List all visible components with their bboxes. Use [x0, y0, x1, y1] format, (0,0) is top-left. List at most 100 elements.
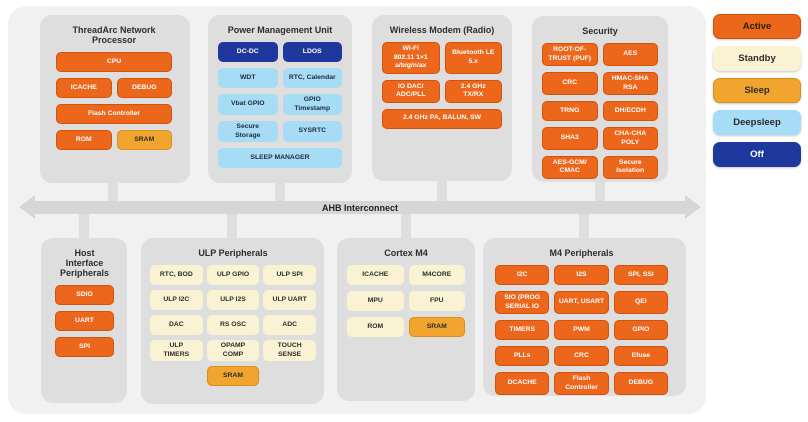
block-dcache: DCACHE [495, 372, 550, 396]
block-crc: CRC [554, 346, 609, 367]
block-touch-sense: TOUCH SENSE [263, 340, 316, 362]
bus-connector-cortexm4 [401, 212, 411, 240]
block-sha3: SHA3 [542, 127, 598, 150]
block-secure-isolation: Secure Isolation [602, 155, 658, 179]
block-opamp-comp: OPAMP COMP [206, 340, 260, 362]
block-root-of--trust-puf: ROOT-OF- TRUST (PUF) [542, 43, 598, 67]
block-sleep-manager: SLEEP MANAGER [218, 148, 342, 169]
block-sram: SRAM [116, 130, 172, 151]
block-aes-gcm-cmac: AES-GCM/ CMAC [542, 155, 598, 179]
block-wi-fi-80211-11-abgnax: Wi-Fi 802.11 1×1 a/b/g/n/ax [382, 42, 440, 74]
block-flash-controller: Flash Controller [56, 104, 172, 125]
block-fpu: FPU [408, 291, 465, 312]
container-title-security: Security [582, 26, 618, 36]
bus-arrowhead-left [19, 195, 35, 219]
bus-connector-security [595, 178, 605, 204]
block-spi-ssi: SPI, SSI [613, 265, 668, 286]
block-trng: TRNG [542, 101, 598, 122]
container-title-wireless: Wireless Modem (Radio) [389, 25, 495, 35]
block-dc-dc: DC-DC [218, 42, 278, 63]
block-ulp-timers: ULP TIMERS [150, 340, 203, 362]
bus-arrowhead-right [685, 195, 701, 219]
block-flash-controller: Flash Controller [554, 372, 609, 396]
container-title-hostif: Host Interface Peripherals [59, 248, 110, 279]
block-uart-usart: UART, USART [554, 291, 609, 315]
block-24-ghz-txrx: 2.4 GHz TX/RX [444, 79, 502, 103]
bus-connector-wireless [437, 178, 447, 204]
ahb-interconnect-bus [34, 201, 686, 214]
block-rtc-bod: RTC, BOD [150, 265, 203, 286]
block-adc: ADC [263, 315, 316, 336]
legend-item-off: Off [713, 142, 801, 167]
block-ulp-uart: ULP UART [263, 290, 316, 311]
block-vbat-gpio: Vbat GPIO [218, 94, 278, 116]
block-icache: ICACHE [347, 265, 404, 286]
block-m4core: M4CORE [408, 265, 465, 286]
container-title-pmu: Power Management Unit [227, 25, 333, 35]
container-wireless: Wireless Modem (Radio) Wi-Fi 802.11 1×1 a… [372, 15, 512, 181]
block-icache: ICACHE [56, 78, 112, 99]
block-rs-osc: RS OSC [206, 315, 260, 336]
bus-connector-m4periph [579, 212, 589, 240]
container-title-m4periph: M4 Peripherals [549, 248, 614, 258]
block-dac: DAC [150, 315, 203, 336]
block-gpio: GPIO [613, 320, 668, 341]
block-uart: UART [55, 311, 114, 332]
bus-label: AHB Interconnect [321, 202, 398, 213]
block-secure-storage: Secure Storage [218, 121, 278, 143]
bus-connector-pmu [275, 178, 285, 204]
legend-item-sleep: Sleep [713, 78, 801, 103]
block-sram: SRAM [206, 366, 260, 387]
block-plls: PLLs [495, 346, 550, 367]
block-rom: ROM [56, 130, 112, 151]
block-24-ghz-pa-balun-sw: 2.4 GHz PA, BALUN, SW [382, 108, 502, 129]
block-qei: QEI [613, 291, 668, 315]
block-cha-cha-poly: CHA-CHA POLY [602, 127, 658, 150]
block-crc: CRC [542, 72, 598, 96]
block-i2s: I2S [554, 265, 609, 286]
block-sysrtc: SYSRTC [282, 121, 342, 143]
block-rom: ROM [347, 317, 404, 338]
legend-item-deepsleep: Deepsleep [713, 110, 801, 135]
block-efuse: Efuse [613, 346, 668, 367]
legend-item-standby: Standby [713, 46, 801, 71]
block-ulp-gpio: ULP GPIO [206, 265, 260, 286]
block-mpu: MPU [347, 291, 404, 312]
bus-connector-ulp [227, 212, 237, 240]
block-io-dac-adcpll: IO DAC/ ADC/PLL [382, 79, 440, 103]
container-title-ulp: ULP Peripherals [198, 248, 268, 258]
block-cpu: CPU [56, 52, 172, 73]
block-sio-prog-serial-io: SIO (PROG SERIAL IO [495, 291, 550, 315]
block-aes: AES [602, 43, 658, 67]
block-timers: TIMERS [495, 320, 550, 341]
block-sdio: SDIO [55, 285, 114, 306]
bus-connector-hostif [79, 212, 89, 240]
block-hmac-sha-rsa: HMAC-SHA RSA [602, 72, 658, 96]
block-sram: SRAM [408, 317, 465, 338]
block-i2c: I2C [495, 265, 550, 286]
block-spi: SPI [55, 337, 114, 358]
block-gpio-timestamp: GPIO Timestamp [282, 94, 342, 116]
block-ulp-i2s: ULP I2S [206, 290, 260, 311]
bus-connector-threadarc [108, 178, 118, 204]
container-title-cortexm4: Cortex M4 [384, 248, 428, 258]
block-rtc-calendar: RTC, Calendar [282, 68, 342, 89]
block-ulp-spi: ULP SPI [263, 265, 316, 286]
block-dhecdh: DH/ECDH [602, 101, 658, 122]
legend-item-active: Active [713, 14, 801, 39]
block-wdt: WDT [218, 68, 278, 89]
block-pwm: PWM [554, 320, 609, 341]
block-ldos: LDOS [282, 42, 342, 63]
block-debug: DEBUG [116, 78, 172, 99]
block-debug: DEBUG [613, 372, 668, 396]
container-title-threadarc: ThreadArc Network Processor [72, 25, 156, 46]
block-ulp-i2c: ULP I2C [150, 290, 203, 311]
block-bluetooth-le-5x: Bluetooth LE 5.x [444, 42, 502, 74]
